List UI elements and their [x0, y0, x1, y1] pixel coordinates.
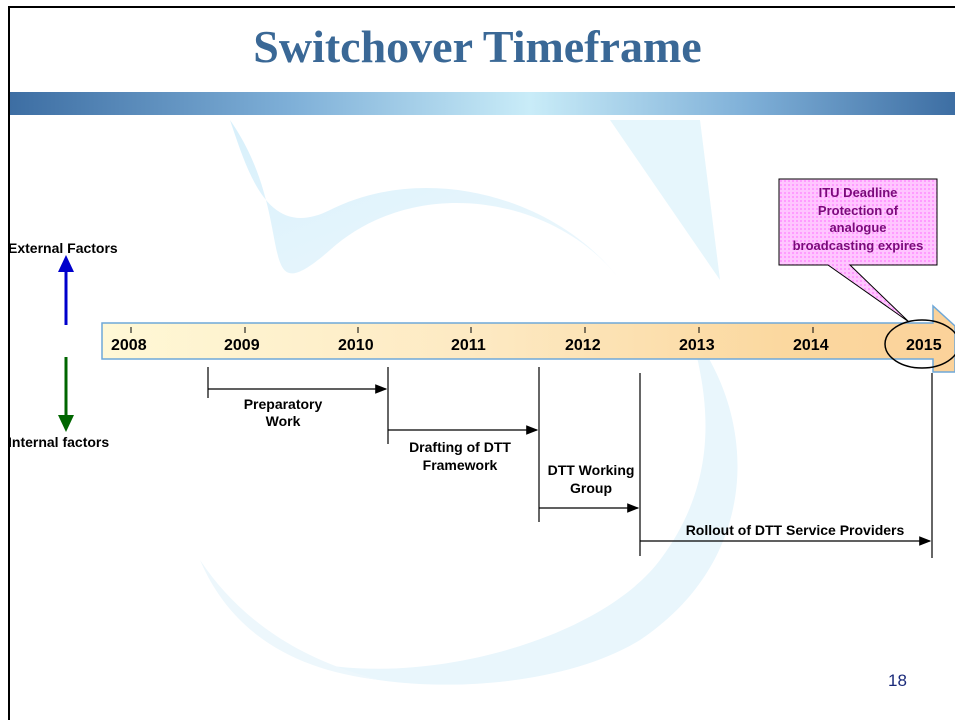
external-factors-arrow: [58, 255, 74, 325]
internal-factors-arrow: [58, 357, 74, 432]
phase-label: Group: [570, 480, 612, 496]
highlight-2015-ellipse: [884, 319, 955, 369]
year-label: 2015: [906, 337, 942, 354]
page-number: 18: [888, 671, 907, 690]
external-factors-label: External Factors: [8, 240, 118, 256]
phase-label: Work: [266, 413, 301, 429]
callout-line: ITU Deadline: [819, 185, 898, 200]
year-label: 2009: [224, 337, 260, 354]
phase-label: Framework: [423, 457, 498, 473]
year-label: 2008: [111, 337, 147, 354]
timeline-years: 2008 2009 2010 2011 2012 2013 2014 2015: [111, 327, 942, 354]
callout-line: Protection of: [818, 203, 899, 218]
timeline-bar: [101, 304, 955, 373]
callout-line: broadcasting expires: [793, 238, 924, 253]
callout-line: analogue: [829, 220, 886, 235]
title-gradient-band: [10, 92, 955, 115]
year-label: 2013: [679, 337, 715, 354]
itu-deadline-callout: ITU Deadline Protection of analogue broa…: [778, 178, 938, 323]
phase-arrows: [208, 384, 932, 546]
phase-label: Rollout of DTT Service Providers: [686, 522, 905, 538]
year-label: 2011: [451, 337, 486, 354]
phase-label: DTT Working: [548, 462, 635, 478]
slide-top-border: [8, 6, 955, 8]
phase-boundaries: [207, 367, 933, 558]
slide-left-border: [8, 6, 10, 720]
phase-label: Drafting of DTT: [409, 439, 511, 455]
year-label: 2010: [338, 337, 374, 354]
slide-title: Switchover Timeframe: [253, 21, 702, 72]
internal-factors-label: Internal factors: [8, 434, 109, 450]
phase-label: Preparatory: [244, 396, 323, 412]
year-label: 2012: [565, 337, 601, 354]
year-label: 2014: [793, 337, 829, 354]
